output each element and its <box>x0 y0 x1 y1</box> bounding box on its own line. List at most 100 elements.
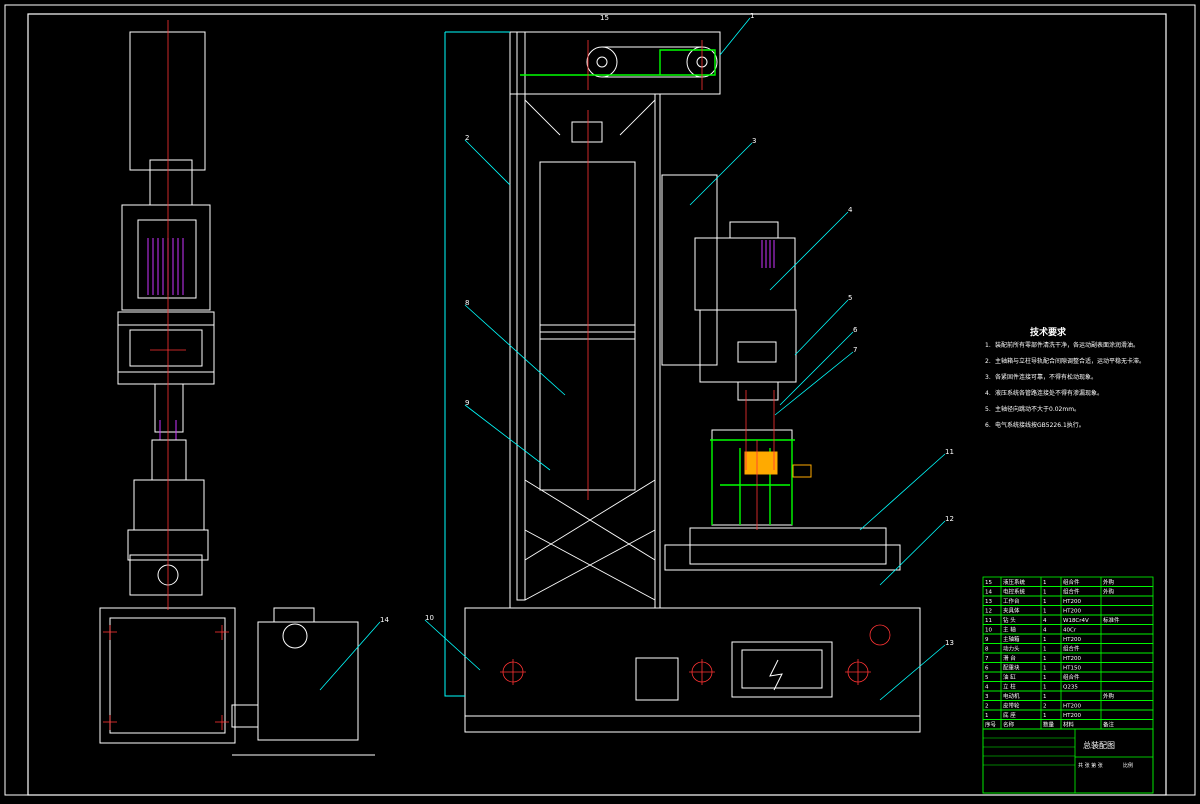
pulley-left <box>586 46 618 78</box>
bom-header-cell: 名称 <box>1003 721 1015 729</box>
bom-cell: 15 <box>985 580 992 586</box>
sheet-label: 共 张 第 张 <box>1078 762 1103 769</box>
bom-cell: 工作台 <box>1003 597 1020 605</box>
bom-cell: 5 <box>985 675 989 681</box>
bom-header-cell: 序号 <box>985 721 997 729</box>
bom-cell: HT200 <box>1063 713 1081 719</box>
bom-cell: 组合件 <box>1063 673 1080 681</box>
spindle-box <box>699 309 797 383</box>
bom-cell: 1 <box>1043 590 1047 596</box>
side-hydraulic-tank <box>257 621 359 741</box>
bom-cell: HT200 <box>1063 599 1081 605</box>
bom-header-cell: 备注 <box>1103 721 1115 729</box>
bom-cell: 10 <box>985 628 992 634</box>
bom-cell: 底 座 <box>1003 711 1016 719</box>
callout-11: 11 <box>945 448 954 456</box>
note-text: 主轴箱与立柱导轨配合间隙调整合适，运动平稳无卡滞。 <box>995 357 1145 365</box>
bom-cell: 滑 台 <box>1003 654 1016 662</box>
bom-cell: 液压系统 <box>1003 578 1026 586</box>
callout-12: 12 <box>945 515 954 523</box>
front-view-centerlines <box>500 40 891 685</box>
bom-cell: 外购 <box>1103 588 1115 596</box>
side-base <box>99 607 236 744</box>
bom-cell: HT150 <box>1063 666 1081 672</box>
bom-cell: 1 <box>1043 656 1047 662</box>
column-top <box>509 31 721 95</box>
bom-cell: 主轴箱 <box>1003 635 1020 643</box>
bom-cell: 2 <box>1043 704 1047 710</box>
callout-7: 7 <box>853 346 857 354</box>
bom-cell: 组合件 <box>1063 645 1080 653</box>
bom-cell: 1 <box>1043 694 1047 700</box>
side-head-block <box>117 311 215 385</box>
bom-cell: 组合件 <box>1063 578 1080 586</box>
drawing-title: 总装配图 <box>1083 740 1115 750</box>
bom-cell: 立 柱 <box>1003 683 1016 691</box>
fixture <box>711 429 793 526</box>
bom-header-cell: 材料 <box>1063 721 1075 729</box>
bom-cell: 1 <box>1043 647 1047 653</box>
callout-13: 13 <box>945 639 954 647</box>
bom-cell: 外购 <box>1103 578 1115 586</box>
side-motor-winding <box>147 238 184 295</box>
note-text: 装配前所有零部件清洗干净，各运动副表面涂润滑油。 <box>995 341 1139 349</box>
callout-9: 9 <box>465 399 469 407</box>
bom-cell: W18Cr4V <box>1063 618 1089 624</box>
bom-cell: HT200 <box>1063 704 1081 710</box>
column-lattice <box>524 99 656 601</box>
bom-cell: 1 <box>1043 685 1047 691</box>
callout-14: 14 <box>380 616 389 624</box>
note-number: 3. <box>985 374 991 381</box>
yellow-clamp-part <box>744 451 778 475</box>
scale-label: 比例 <box>1123 762 1133 769</box>
note-number: 1. <box>985 342 991 349</box>
bom-cell: 1 <box>1043 599 1047 605</box>
bom-cell: 夹具体 <box>1003 607 1020 615</box>
note-text: 各紧固件连接可靠，不得有松动现象。 <box>995 373 1097 381</box>
callout-6: 6 <box>853 326 858 334</box>
bom-cell: 动力头 <box>1003 645 1020 653</box>
bom-cell: 12 <box>985 609 992 615</box>
bom-row: 13 工作台 1 HT200 <box>982 595 1154 606</box>
note-number: 5. <box>985 406 991 413</box>
bom-header-cell: 数量 <box>1043 721 1055 729</box>
callout-4: 4 <box>848 206 853 214</box>
cyan-outline <box>444 31 510 697</box>
callout-3: 3 <box>752 137 756 145</box>
bom-cell: 13 <box>985 599 992 605</box>
bom-cell: 配重块 <box>1003 664 1020 672</box>
bom-cell: 4 <box>985 685 989 691</box>
note-number: 6. <box>985 422 991 429</box>
bom-cell: 钻 头 <box>1003 616 1016 624</box>
callout-1: 1 <box>750 12 754 20</box>
callout-15: 15 <box>600 14 609 22</box>
bom-cell: 40Cr <box>1063 628 1077 634</box>
inner-frame <box>27 13 1167 796</box>
power-head <box>694 237 796 311</box>
bom-cell: 电动机 <box>1003 692 1020 700</box>
technical-notes: 技术要求1.装配前所有零部件清洗干净，各运动副表面涂润滑油。2.主轴箱与立柱导轨… <box>985 326 1145 429</box>
side-view <box>99 31 375 756</box>
note-text: 液压系统各管路连接处不得有渗漏现象。 <box>995 389 1103 397</box>
bom-cell: 9 <box>985 637 989 643</box>
front-view <box>444 31 921 733</box>
bom-cell: HT200 <box>1063 656 1081 662</box>
base <box>464 607 921 717</box>
note-text: 主轴径向跳动不大于0.02mm。 <box>995 405 1080 413</box>
bom-cell: 6 <box>985 666 989 672</box>
counterweight <box>539 161 636 491</box>
bom-cell: 主 轴 <box>1003 626 1016 634</box>
callout-2: 2 <box>465 134 469 142</box>
